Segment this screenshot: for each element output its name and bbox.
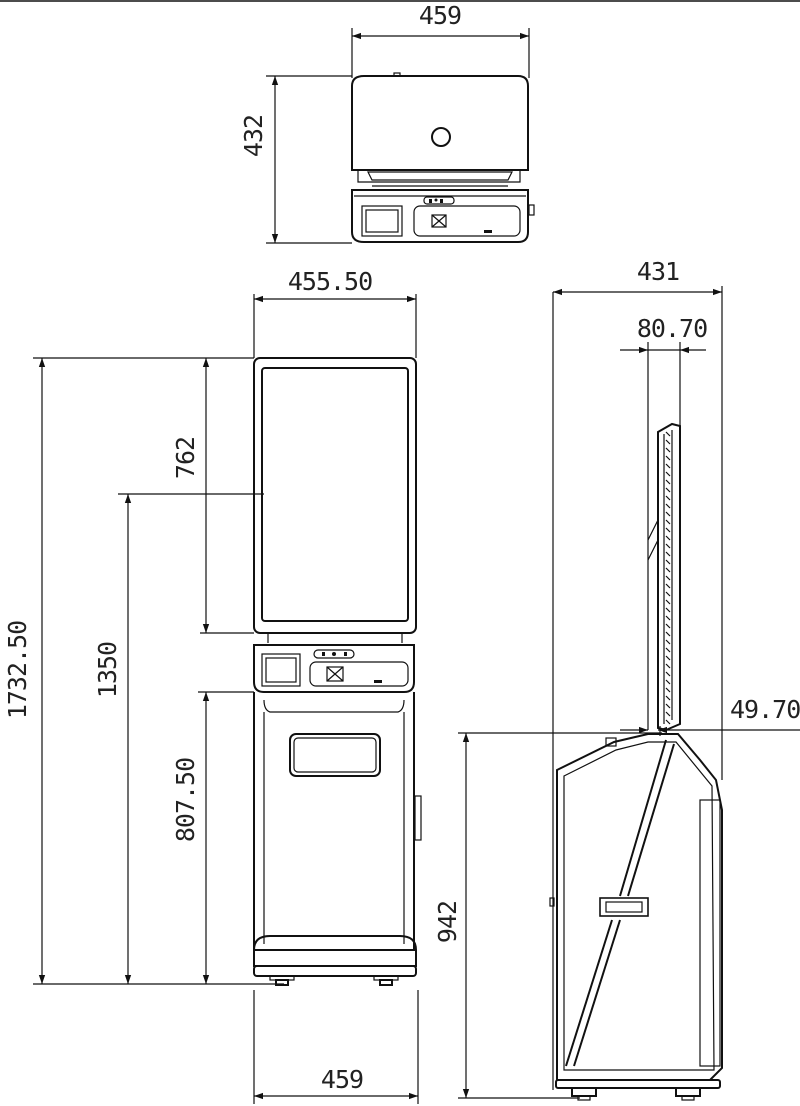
top-button-icon xyxy=(431,127,451,147)
dim-front-screen-bottom: 1350 xyxy=(93,642,122,698)
dim-side-total-depth: 431 xyxy=(637,257,679,286)
front-view: 455.50 1732.50 1350 762 807.50 459 xyxy=(3,267,422,1104)
dim-side-screen-depth: 80.70 xyxy=(637,314,707,343)
top-view: 459 432 xyxy=(239,1,535,244)
dim-side-screen-offset: 49.70 xyxy=(730,695,800,724)
dim-front-base-width: 459 xyxy=(321,1065,363,1094)
dim-top-width: 459 xyxy=(419,1,461,30)
dim-front-total-height: 1732.50 xyxy=(3,621,32,719)
dim-front-top-width: 455.50 xyxy=(288,267,372,296)
dim-top-depth: 432 xyxy=(239,115,268,157)
dim-front-screen-height: 762 xyxy=(171,437,200,479)
dim-front-desk-height: 807.50 xyxy=(171,758,200,842)
side-view: 431 80.70 49.70 942 xyxy=(433,257,800,1101)
dim-side-body-height: 942 xyxy=(433,901,462,943)
